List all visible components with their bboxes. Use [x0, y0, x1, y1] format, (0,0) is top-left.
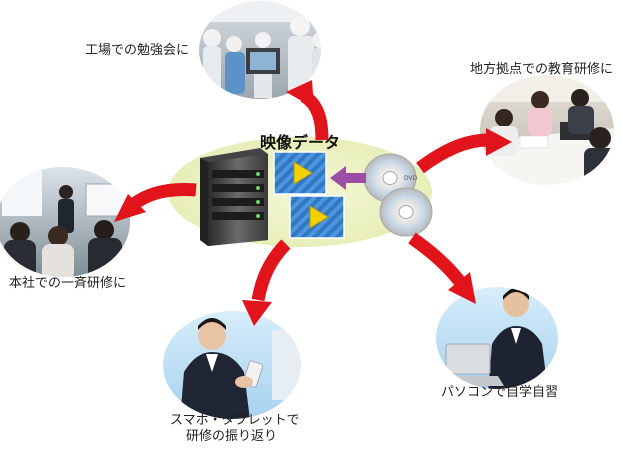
source-arrow: [330, 166, 366, 190]
label-headoffice: 本社での一斉研修に: [9, 276, 127, 291]
label-regional: 地方拠点での教育研修に: [470, 62, 614, 77]
label-mobile-line1: スマホ・タブレットで: [170, 413, 300, 428]
cd-disc-icon: [379, 187, 433, 237]
center-title: 映像データ: [260, 133, 341, 152]
arrow-to-regional: [416, 128, 512, 174]
laptop-user-photo: [435, 286, 559, 390]
seminar-photo: [0, 166, 131, 278]
label-mobile-line2: 研修の振り返り: [186, 429, 278, 444]
smartphone-user-photo: [162, 310, 302, 420]
video-play-icon: [273, 151, 327, 195]
server-icon: [200, 148, 268, 246]
arrow-to-factory: [286, 80, 329, 141]
label-factory: 工場での勉強会に: [85, 43, 190, 58]
arrow-to-mobile: [242, 239, 291, 326]
arrow-to-headoffice: [114, 183, 197, 222]
dvd-label: DVD: [404, 175, 418, 182]
label-pc: パソコンで自学自習: [441, 385, 559, 400]
arrow-to-pc: [408, 232, 476, 304]
video-play-icon: [289, 195, 345, 239]
